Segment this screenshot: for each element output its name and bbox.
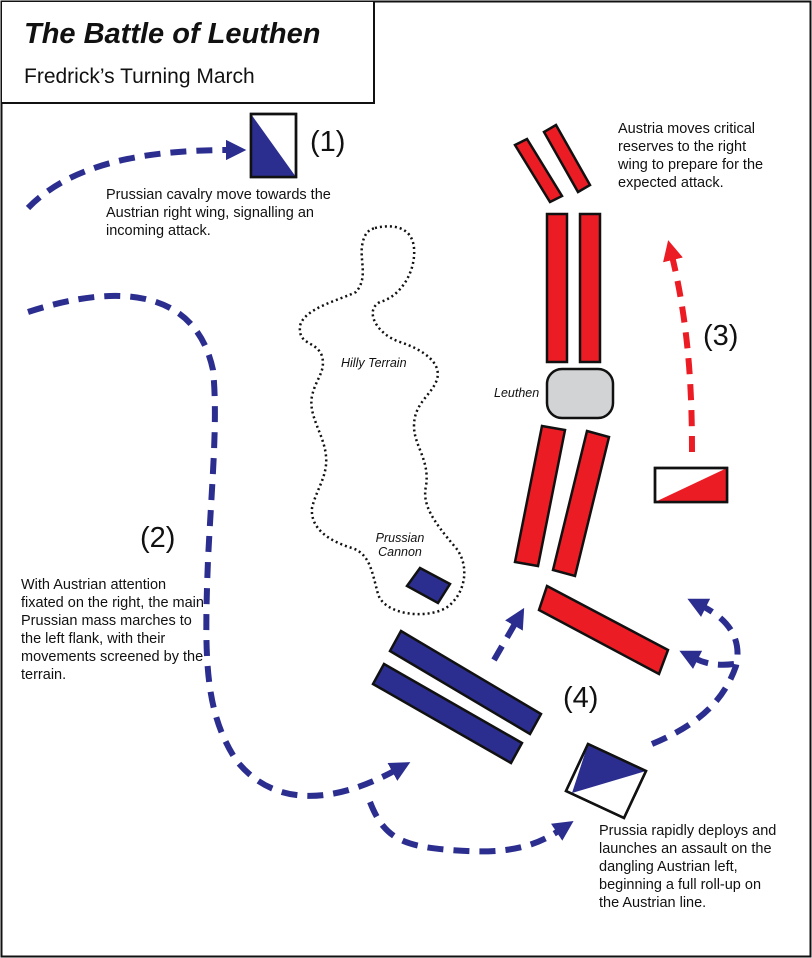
step-3-number: (3) xyxy=(703,320,739,352)
austrian-unit xyxy=(513,137,564,204)
step-2-number: (2) xyxy=(140,522,176,554)
arrow-assault-flank xyxy=(679,650,735,669)
step-4-description: Prussia rapidly deploys and launches an … xyxy=(599,823,777,911)
step-1-description: Prussian cavalry move towards the Austri… xyxy=(106,187,331,239)
page-subtitle: Fredrick’s Turning March xyxy=(24,65,255,88)
arrow-austrian-reserves xyxy=(663,240,695,453)
step-4-number: (4) xyxy=(563,682,599,714)
step-1-number: (1) xyxy=(310,126,346,158)
leuthen-label: Leuthen xyxy=(494,386,540,400)
prussian-assault-unit xyxy=(564,742,648,820)
arrow-assault-right xyxy=(650,598,741,747)
arrow-advance-north xyxy=(491,607,525,662)
austrian-unit xyxy=(578,212,602,364)
austrian-reserve-unit xyxy=(653,466,729,504)
prussian-cannon-label: Prussian Cannon xyxy=(375,531,425,559)
step-2-description: With Austrian attention fixated on the r… xyxy=(21,577,204,683)
step-3-description: Austria moves critical reserves to the r… xyxy=(618,121,764,191)
leuthen-town xyxy=(545,367,615,420)
title-box: The Battle of Leuthen Fredrick’s Turning… xyxy=(2,2,375,104)
arrow-cavalry-advance xyxy=(25,139,247,211)
prussian-unit xyxy=(371,662,524,765)
prussian-main-mass xyxy=(371,629,543,765)
austrian-unit xyxy=(513,424,567,568)
austrian-unit xyxy=(537,584,670,676)
hilly-terrain-label: Hilly Terrain xyxy=(341,356,407,370)
austrian-unit xyxy=(545,212,569,364)
austrian-unit xyxy=(542,123,592,194)
austrian-line-north xyxy=(513,123,602,364)
austrian-unit xyxy=(551,429,611,578)
prussian-cavalry-unit xyxy=(249,112,298,179)
prussian-cannon-unit xyxy=(405,566,452,605)
prussian-unit xyxy=(388,629,543,736)
page-title: The Battle of Leuthen xyxy=(24,18,321,50)
arrow-march-to-assault xyxy=(367,800,574,855)
arrow-turning-march xyxy=(27,293,411,799)
hilly-terrain-outline xyxy=(298,225,466,616)
austrian-line-south xyxy=(513,424,670,676)
